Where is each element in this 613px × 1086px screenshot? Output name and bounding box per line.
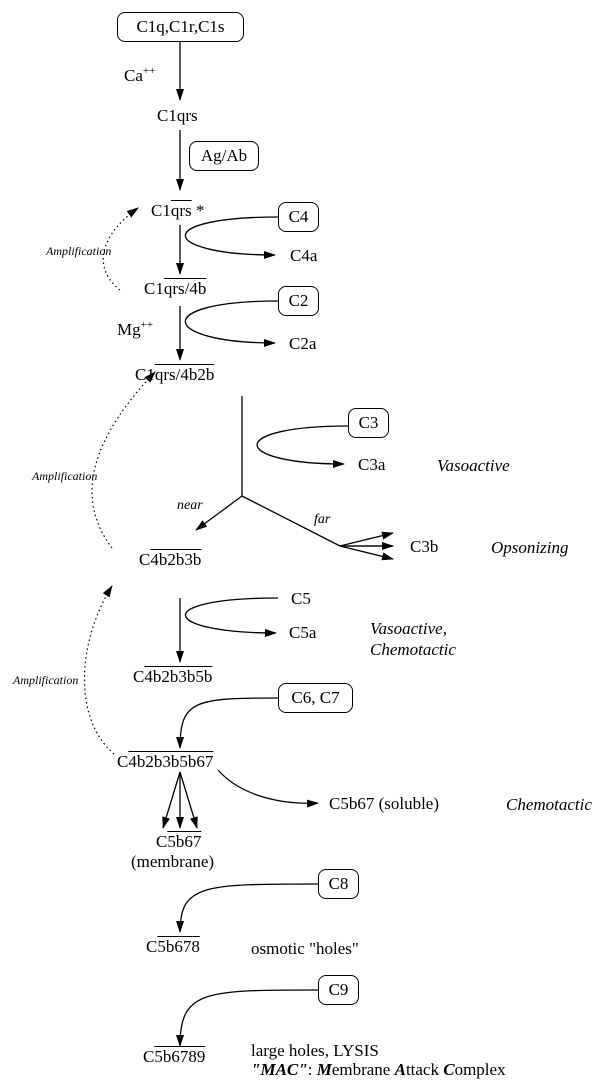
- effect-c5a-line2: Chemotactic: [370, 640, 456, 659]
- box-ag-ab: Ag/Ab: [189, 141, 259, 171]
- product-c2a: C2a: [289, 334, 317, 353]
- ion-calcium: Ca++: [124, 65, 156, 86]
- effect-c5b67-chemotactic: Chemotactic: [506, 795, 592, 814]
- curve-c8-to-c5b678: [176, 883, 319, 933]
- line-far: [241, 495, 341, 547]
- effect-c3b-opsonizing: Opsonizing: [491, 538, 569, 557]
- note-lysis: large holes, LYSIS: [251, 1041, 379, 1060]
- note-mac-definition: "MAC": Membrane Attack Complex: [251, 1060, 506, 1079]
- curve-c5-to-c5a: [184, 597, 279, 637]
- effect-c3a-vasoactive: Vasoactive: [437, 456, 510, 475]
- branch-near: near: [177, 498, 203, 513]
- box-c2: C2: [278, 286, 319, 316]
- product-c3b: C3b: [410, 537, 439, 556]
- box-c9: C9: [318, 975, 359, 1005]
- curve-to-c5b67-soluble: [217, 769, 319, 808]
- node-c5b6789: C5b6789: [143, 1047, 206, 1066]
- amplification-arrow-middle: [91, 371, 156, 549]
- node-c1qrs: C1qrs: [157, 106, 198, 125]
- curve-c3-to-c3a: [256, 425, 349, 468]
- effect-c5a-line1: Vasoactive,: [370, 619, 447, 638]
- amplification-label-middle: Amplification: [32, 469, 98, 483]
- node-c4b2b3b: C4b2b3b: [139, 550, 202, 569]
- curve-c4-to-c4a: [184, 216, 279, 259]
- node-c5b678: C5b678: [146, 937, 200, 956]
- arrow-to-c5b67-left: [162, 771, 181, 829]
- product-c5b67-soluble: C5b67 (soluble): [329, 794, 440, 813]
- node-c5b67-membrane: C5b67: [156, 832, 202, 851]
- curve-c9-to-c5b6789: [176, 989, 319, 1047]
- node-c5b67-state: (membrane): [131, 852, 215, 871]
- note-osmotic-holes: osmotic "holes": [251, 939, 359, 958]
- arrow-near: [195, 495, 243, 531]
- product-c5a: C5a: [289, 623, 317, 642]
- box-c3: C3: [348, 408, 389, 438]
- product-c3a: C3a: [358, 455, 386, 474]
- product-c4a: C4a: [290, 246, 318, 265]
- curve-c6c7-to-c4b2b3b5b67: [176, 697, 279, 749]
- product-c5: C5: [291, 589, 311, 608]
- box-c8: C8: [318, 869, 359, 899]
- arrow-to-c5b67-right: [179, 771, 198, 829]
- box-c6-c7: C6, C7: [278, 683, 353, 713]
- curve-c2-to-c2a: [184, 300, 279, 347]
- amplification-arrow-top: [102, 207, 139, 291]
- ion-magnesium: Mg++: [117, 319, 154, 340]
- box-c1q-c1r-c1s: C1q,C1r,C1s: [117, 12, 244, 42]
- branch-far: far: [314, 512, 331, 527]
- node-c1qrs-4b: C1qrs/4b: [144, 279, 207, 298]
- amplification-arrow-bottom: [83, 585, 115, 755]
- node-c1qrs-4b2b: C1qrs/4b2b: [135, 365, 215, 384]
- node-c4b2b3b5b: C4b2b3b5b: [133, 667, 213, 686]
- node-c1qrs-active: C1qrs *: [151, 201, 205, 220]
- amplification-label-top: Amplification: [46, 244, 112, 258]
- node-c4b2b3b5b67: C4b2b3b5b67: [117, 752, 214, 771]
- box-c4: C4: [278, 202, 319, 232]
- amplification-label-bottom: Amplification: [13, 673, 79, 687]
